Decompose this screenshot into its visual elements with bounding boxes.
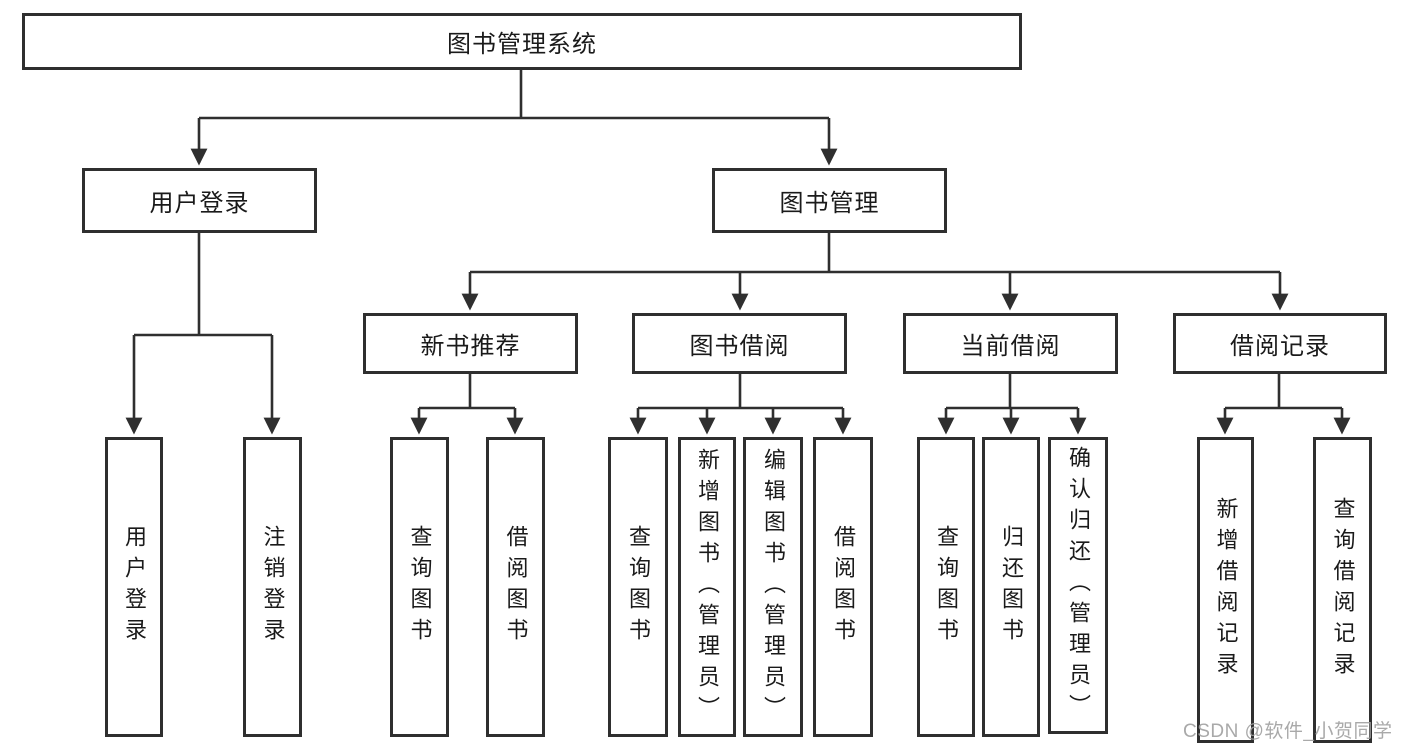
leaf-cb-return-books-label: 归还图书: [999, 525, 1024, 649]
watermark: CSDN @软件_小贺同学: [1183, 721, 1393, 742]
leaf-br-add-record-label: 新增借阅记录: [1213, 497, 1239, 683]
leaf-cb-confirm-return-admin: 确认归还（管理员）: [1048, 437, 1108, 734]
leaf-br-query-record-label: 查询借阅记录: [1330, 497, 1356, 683]
node-current-borrow: 当前借阅: [903, 313, 1118, 374]
leaf-user-login-label: 用户登录: [122, 525, 147, 649]
leaf-bb-borrow-books-label: 借阅图书: [831, 525, 856, 649]
leaf-br-add-record: 新增借阅记录: [1197, 437, 1254, 743]
leaf-nb-borrow-books: 借阅图书: [486, 437, 545, 737]
leaf-cb-return-books: 归还图书: [982, 437, 1040, 737]
leaf-br-query-record: 查询借阅记录: [1313, 437, 1372, 743]
leaf-bb-edit-books-admin: 编辑图书（管理员）: [743, 437, 803, 737]
leaf-bb-query-books-label: 查询图书: [626, 525, 651, 649]
node-new-book-recommend: 新书推荐: [363, 313, 578, 374]
node-book-borrow: 图书借阅: [632, 313, 847, 374]
leaf-cb-query-books-label: 查询图书: [934, 525, 959, 649]
leaf-nb-borrow-books-label: 借阅图书: [503, 525, 529, 649]
leaf-bb-add-books-admin: 新增图书（管理员）: [678, 437, 736, 737]
leaf-nb-query-books-label: 查询图书: [407, 525, 433, 649]
node-root: 图书管理系统: [22, 13, 1022, 70]
leaf-bb-edit-books-admin-label: 编辑图书（管理员）: [761, 447, 786, 727]
leaf-logout-label: 注销登录: [260, 525, 286, 649]
leaf-bb-add-books-admin-label: 新增图书（管理员）: [695, 447, 720, 727]
node-borrow-records: 借阅记录: [1173, 313, 1387, 374]
node-book-management: 图书管理: [712, 168, 947, 233]
leaf-bb-borrow-books: 借阅图书: [813, 437, 873, 737]
leaf-cb-confirm-return-admin-label: 确认归还（管理员）: [1066, 446, 1091, 725]
leaf-bb-query-books: 查询图书: [608, 437, 668, 737]
leaf-cb-query-books: 查询图书: [917, 437, 975, 737]
leaf-nb-query-books: 查询图书: [390, 437, 449, 737]
leaf-user-login: 用户登录: [105, 437, 163, 737]
node-user-login: 用户登录: [82, 168, 317, 233]
leaf-logout: 注销登录: [243, 437, 302, 737]
